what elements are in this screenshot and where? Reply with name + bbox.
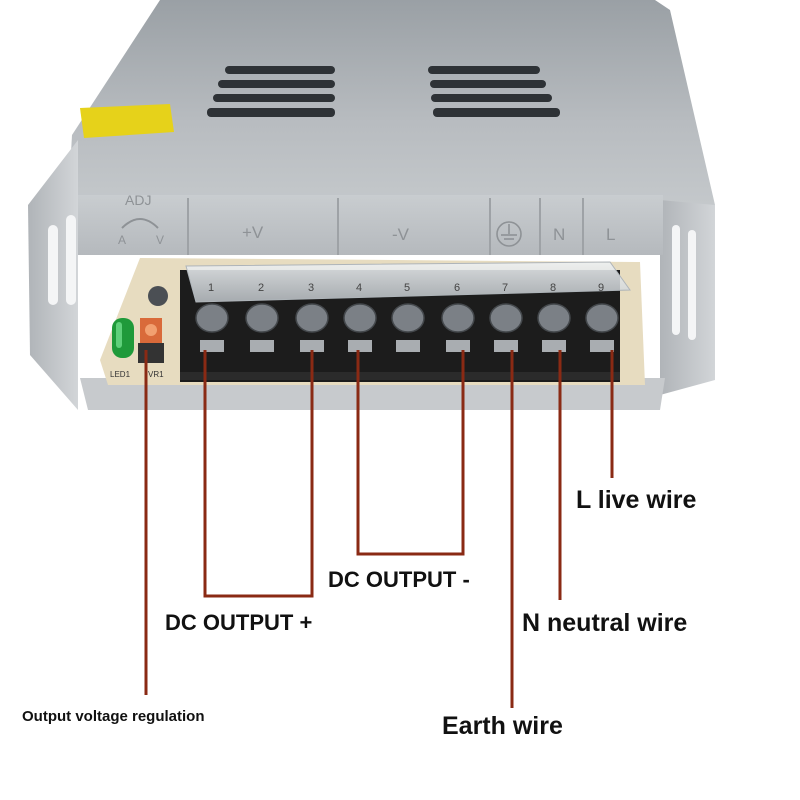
terminal-numbers: 1 2 3 4 5 6 7 8 9 [208, 282, 604, 294]
vr-label: VR1 [148, 370, 164, 379]
terminal-number: 7 [502, 282, 508, 294]
spec-sticker [80, 104, 174, 138]
minus-v-label: -V [392, 225, 410, 244]
adj-a-label: A [118, 233, 126, 247]
terminal-cover[interactable]: 1 2 3 4 5 6 7 8 9 [185, 261, 631, 303]
live-wire-label: L live wire [576, 486, 697, 514]
vent-slots-right [428, 66, 560, 117]
housing-base [80, 378, 665, 410]
adj-label: ADJ [125, 192, 151, 208]
terminal-number: 5 [404, 282, 410, 294]
leader-dc-output-plus [203, 350, 314, 598]
terminal-number: 3 [308, 282, 314, 294]
voltage-regulation-label: Output voltage regulation [22, 708, 205, 725]
l-label: L [606, 225, 615, 244]
terminal-number: 4 [356, 282, 362, 294]
earth-symbol-icon [496, 221, 522, 247]
terminal-number: 8 [550, 282, 556, 294]
n-label: N [553, 225, 565, 244]
vent-slots-left [207, 66, 335, 117]
neutral-wire-label: N neutral wire [522, 609, 688, 637]
housing-left-wall [28, 140, 78, 410]
capacitor [148, 286, 168, 306]
terminal-number: 1 [208, 282, 214, 294]
led-indicator: LED1 [110, 318, 134, 379]
terminal-screws [195, 303, 619, 333]
terminal-number: 2 [258, 282, 264, 294]
adj-arrow-icon [121, 218, 159, 229]
dc-output-minus-label: DC OUTPUT - [328, 567, 470, 592]
dc-output-plus-label: DC OUTPUT + [165, 610, 313, 635]
led-label: LED1 [110, 370, 131, 379]
plus-v-label: +V [242, 223, 264, 242]
leader-dc-output-minus [356, 350, 465, 556]
terminal-number: 9 [598, 282, 604, 294]
earth-wire-label: Earth wire [442, 712, 563, 740]
housing-top [68, 0, 715, 205]
terminal-number: 6 [454, 282, 460, 294]
housing-front: ADJ A V +V -V N L [78, 192, 663, 255]
adj-v-label: V [156, 233, 164, 247]
housing-right-wall [660, 200, 715, 395]
leader-lines [144, 350, 614, 708]
